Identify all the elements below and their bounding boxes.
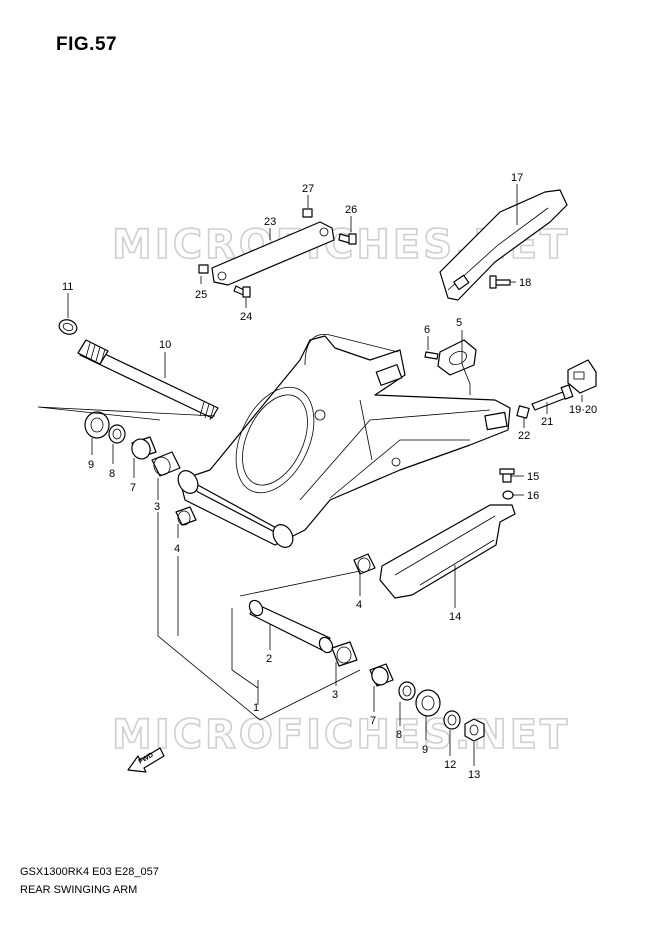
callout-11: 11 (62, 281, 73, 293)
bolt-24 (233, 285, 251, 298)
callout-18: 18 (519, 277, 531, 289)
pivot-nut (58, 319, 78, 335)
washer-8-right (398, 681, 416, 701)
swing-arm-body (177, 333, 511, 548)
callout-5: 5 (456, 317, 462, 329)
figure-caption: REAR SWINGING ARM (20, 884, 138, 896)
callout-24: 24 (240, 311, 252, 323)
chain-adjuster (567, 359, 597, 394)
callout-23: 23 (264, 216, 276, 228)
nut-13 (464, 718, 485, 742)
bolt-15 (499, 468, 515, 483)
callout-10: 10 (159, 339, 171, 351)
seal-9-left (84, 411, 110, 439)
washer-8-left (108, 424, 126, 444)
callout-4-right: 4 (356, 599, 362, 611)
callout-17: 17 (511, 172, 523, 184)
callout-14: 14 (449, 611, 461, 623)
bolt-26 (338, 233, 357, 245)
callout-27: 27 (302, 183, 314, 195)
callout-2: 2 (266, 653, 272, 665)
seal-9-right (415, 689, 441, 717)
chain-cover (439, 189, 568, 301)
callout-8-right: 8 (396, 729, 402, 741)
adjuster-bolt (531, 384, 574, 411)
washer-12 (443, 710, 461, 730)
callout-8-left: 8 (109, 468, 115, 480)
callout-9-right: 9 (422, 744, 428, 756)
model-code: GSX1300RK4 E03 E28_057 (20, 866, 159, 878)
callout-19-20: 19·20 (569, 404, 597, 416)
figure-title: FIG.57 (56, 34, 118, 55)
bearing-4-left (175, 506, 197, 526)
spacer-7-left (131, 436, 157, 460)
callout-labels: 1 2 3 3 4 4 5 6 7 7 8 8 9 9 10 11 12 13 … (62, 172, 597, 781)
callout-21: 21 (541, 416, 553, 428)
nut-25 (198, 264, 209, 274)
callout-3-right: 3 (332, 689, 338, 701)
callout-22: 22 (518, 430, 530, 442)
callout-9-left: 9 (88, 459, 94, 471)
pivot-shaft (77, 339, 219, 421)
callout-15: 15 (527, 471, 539, 483)
chain-guide-bracket (437, 339, 477, 376)
screw-6 (424, 351, 439, 360)
watermark-bottom: MICROFICHES.NET (112, 712, 570, 758)
adjuster-nut (516, 405, 530, 419)
callout-12: 12 (444, 759, 456, 771)
callout-13: 13 (468, 769, 480, 781)
leader-lines (37, 184, 583, 766)
callout-6: 6 (424, 324, 430, 336)
torque-link (211, 221, 335, 286)
spacer-7-right (369, 663, 394, 687)
callout-26: 26 (345, 204, 357, 216)
callout-3-left: 3 (154, 501, 160, 513)
callout-25: 25 (195, 289, 207, 301)
chain-buffer (379, 504, 516, 599)
bearing-3-left (151, 451, 181, 477)
sleeve-2 (248, 599, 334, 654)
callout-1: 1 (253, 702, 259, 714)
screw-18 (489, 275, 511, 289)
bearing-3-right (331, 641, 358, 667)
callout-7-left: 7 (130, 482, 136, 494)
bearing-4-right (353, 553, 376, 575)
washer-16 (502, 490, 514, 500)
callout-16: 16 (527, 490, 539, 502)
callout-4-left: 4 (174, 543, 180, 555)
callout-7-right: 7 (370, 715, 376, 727)
bolt-27 (302, 208, 313, 218)
